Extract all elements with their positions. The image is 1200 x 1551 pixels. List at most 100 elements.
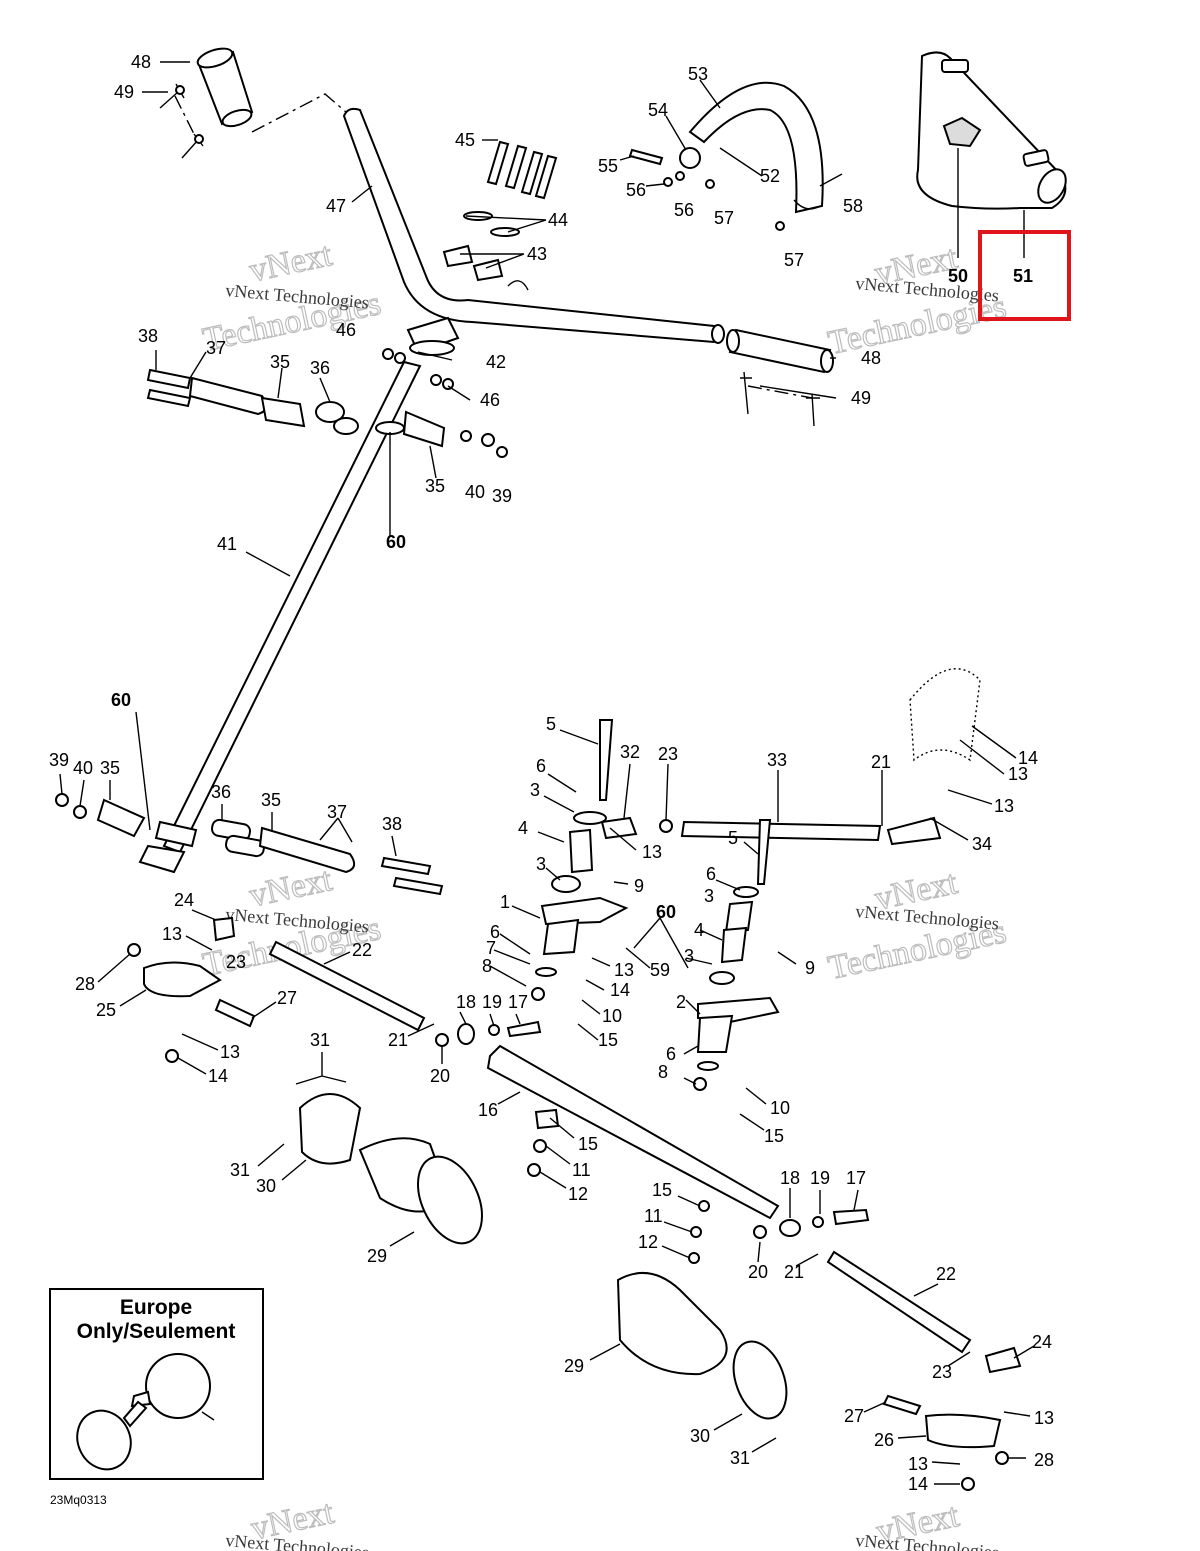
steering-column xyxy=(162,360,508,854)
europe-inset: Europe Only/Seulement xyxy=(49,1288,264,1480)
callout: 13 xyxy=(1008,764,1028,784)
callout: 5 xyxy=(546,714,556,734)
callout: 32 xyxy=(620,742,640,762)
inset-title-line1: Europe xyxy=(120,1296,192,1319)
callout: 11 xyxy=(572,1160,591,1180)
callout: 17 xyxy=(508,992,528,1012)
right-tie-rod xyxy=(753,1208,1022,1491)
callout: 8 xyxy=(482,956,492,976)
callout: 43 xyxy=(527,244,547,264)
callout: 57 xyxy=(714,208,734,228)
callout: 49 xyxy=(114,82,134,102)
callout: 8 xyxy=(658,1062,668,1082)
callout: 28 xyxy=(75,974,95,994)
callout: 10 xyxy=(770,1098,790,1118)
lower-left-link-arms xyxy=(55,793,444,896)
callout: 60 xyxy=(386,532,406,552)
callout: 31 xyxy=(310,1030,330,1050)
callout: 18 xyxy=(780,1168,800,1188)
callout: 51 xyxy=(1013,266,1033,286)
callout: 36 xyxy=(310,358,330,378)
callout: 54 xyxy=(648,100,668,120)
callout: 24 xyxy=(1032,1332,1052,1352)
nut xyxy=(382,348,394,360)
callout: 15 xyxy=(598,1030,618,1050)
callout: 19 xyxy=(810,1168,830,1188)
callout: 20 xyxy=(430,1066,450,1086)
watermark-line1: vNext xyxy=(246,236,336,290)
callout: 22 xyxy=(352,940,372,960)
callout: 42 xyxy=(486,352,506,372)
callout: 53 xyxy=(688,64,708,84)
callout: 24 xyxy=(174,890,194,910)
callout: 55 xyxy=(598,156,618,176)
callout: 14 xyxy=(908,1474,928,1494)
callout: 13 xyxy=(162,924,182,944)
upper-tie-rod xyxy=(600,668,981,846)
callout: 34 xyxy=(972,834,992,854)
callout: 40 xyxy=(73,758,93,778)
callout: 30 xyxy=(690,1426,710,1446)
callout: 13 xyxy=(614,960,634,980)
diagram-code: 23Mq0313 xyxy=(50,1493,107,1507)
callout: 3 xyxy=(704,886,714,906)
callout: 13 xyxy=(1034,1408,1054,1428)
callout: 38 xyxy=(138,326,158,346)
callout: 3 xyxy=(536,854,546,874)
callout: 7 xyxy=(486,938,496,958)
callout: 10 xyxy=(602,1006,622,1026)
callout: 4 xyxy=(518,818,528,838)
washer xyxy=(490,227,520,237)
callout: 46 xyxy=(480,390,500,410)
left-grip xyxy=(196,47,254,128)
callout: 15 xyxy=(578,1134,598,1154)
left-tie-rod xyxy=(127,916,542,1063)
callout: 21 xyxy=(388,1030,408,1050)
callout: 12 xyxy=(638,1232,658,1252)
callout: 11 xyxy=(644,1206,663,1226)
callout: 22 xyxy=(936,1264,956,1284)
callout: 59 xyxy=(650,960,670,980)
callout: 35 xyxy=(425,476,445,496)
callout: 48 xyxy=(131,52,151,72)
watermarks: vNext Technologies vNext Technologies vN… xyxy=(199,235,1010,1551)
callout: 39 xyxy=(492,486,512,506)
nut xyxy=(394,352,406,364)
callout: 20 xyxy=(748,1262,768,1282)
right-grip xyxy=(726,328,834,427)
callout: 33 xyxy=(767,750,787,770)
nut xyxy=(442,378,454,390)
callout: 27 xyxy=(844,1406,864,1426)
callout: 15 xyxy=(764,1126,784,1146)
callout: 21 xyxy=(784,1262,804,1282)
callout: 56 xyxy=(626,180,646,200)
callout: 15 xyxy=(652,1180,672,1200)
callout: 60 xyxy=(111,690,131,710)
callout: 58 xyxy=(843,196,863,216)
callout: 18 xyxy=(456,992,476,1012)
callout-labels: 48 49 47 45 44 43 53 54 55 56 56 57 52 5… xyxy=(49,52,1054,1494)
callout: 6 xyxy=(706,864,716,884)
right-boot-assembly xyxy=(616,1200,788,1420)
inset-title-line2: Only/Seulement xyxy=(77,1320,236,1343)
callout: 31 xyxy=(230,1160,250,1180)
callout: 6 xyxy=(490,922,500,942)
callout: 17 xyxy=(846,1168,866,1188)
callout: 6 xyxy=(666,1044,676,1064)
callout: 16 xyxy=(478,1100,498,1120)
callout: 2 xyxy=(676,992,686,1012)
callout: 37 xyxy=(206,338,226,358)
callout: 50 xyxy=(948,266,968,286)
callout: 49 xyxy=(851,388,871,408)
upper-link-arms xyxy=(146,368,359,435)
callout: 9 xyxy=(634,876,644,896)
callout: 48 xyxy=(861,348,881,368)
callout: 47 xyxy=(326,196,346,216)
callout: 9 xyxy=(805,958,815,978)
callout: 46 xyxy=(336,320,356,340)
callout: 23 xyxy=(932,1362,952,1382)
callout: 44 xyxy=(548,210,568,230)
callout: 27 xyxy=(277,988,297,1008)
handlebar-pad xyxy=(916,51,1067,210)
